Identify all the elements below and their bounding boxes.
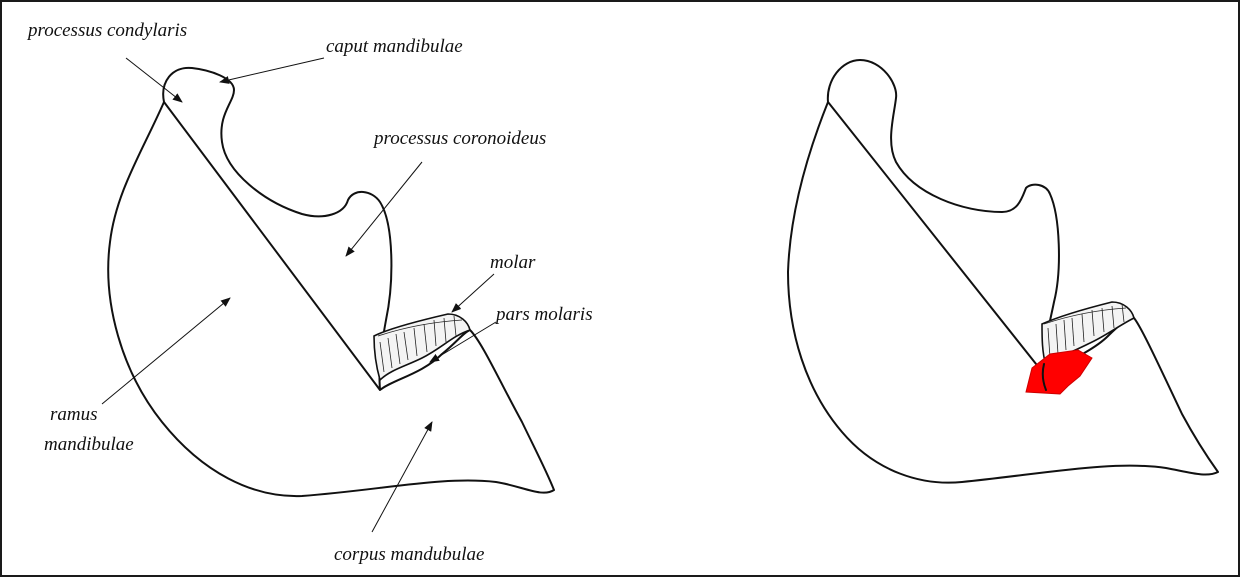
- label-caput-mandibulae: caput mandibulae: [326, 36, 463, 57]
- right-mandible-outline: [788, 60, 1218, 483]
- left-labels: processus condylaris caput mandibulae pr…: [26, 20, 593, 565]
- arrow-molar: [452, 274, 494, 312]
- label-processus-condylaris: processus condylaris: [26, 20, 187, 41]
- label-ramus: ramus: [50, 404, 98, 425]
- label-molar: molar: [490, 252, 536, 273]
- label-processus-coronoideus: processus coronoideus: [372, 128, 546, 149]
- right-mandible: [788, 60, 1218, 483]
- label-pars-molaris: pars molaris: [494, 304, 593, 325]
- arrow-caput-mandibulae: [220, 58, 324, 82]
- label-corpus-mandubulae: corpus mandubulae: [334, 544, 484, 565]
- red-highlight-region: [1026, 350, 1092, 394]
- arrow-ramus-mandibulae: [102, 298, 230, 404]
- arrow-corpus-mandubulae: [372, 422, 432, 532]
- label-mandibulae: mandibulae: [44, 434, 134, 455]
- arrow-processus-condylaris: [126, 58, 182, 102]
- arrow-processus-coronoideus: [346, 162, 422, 256]
